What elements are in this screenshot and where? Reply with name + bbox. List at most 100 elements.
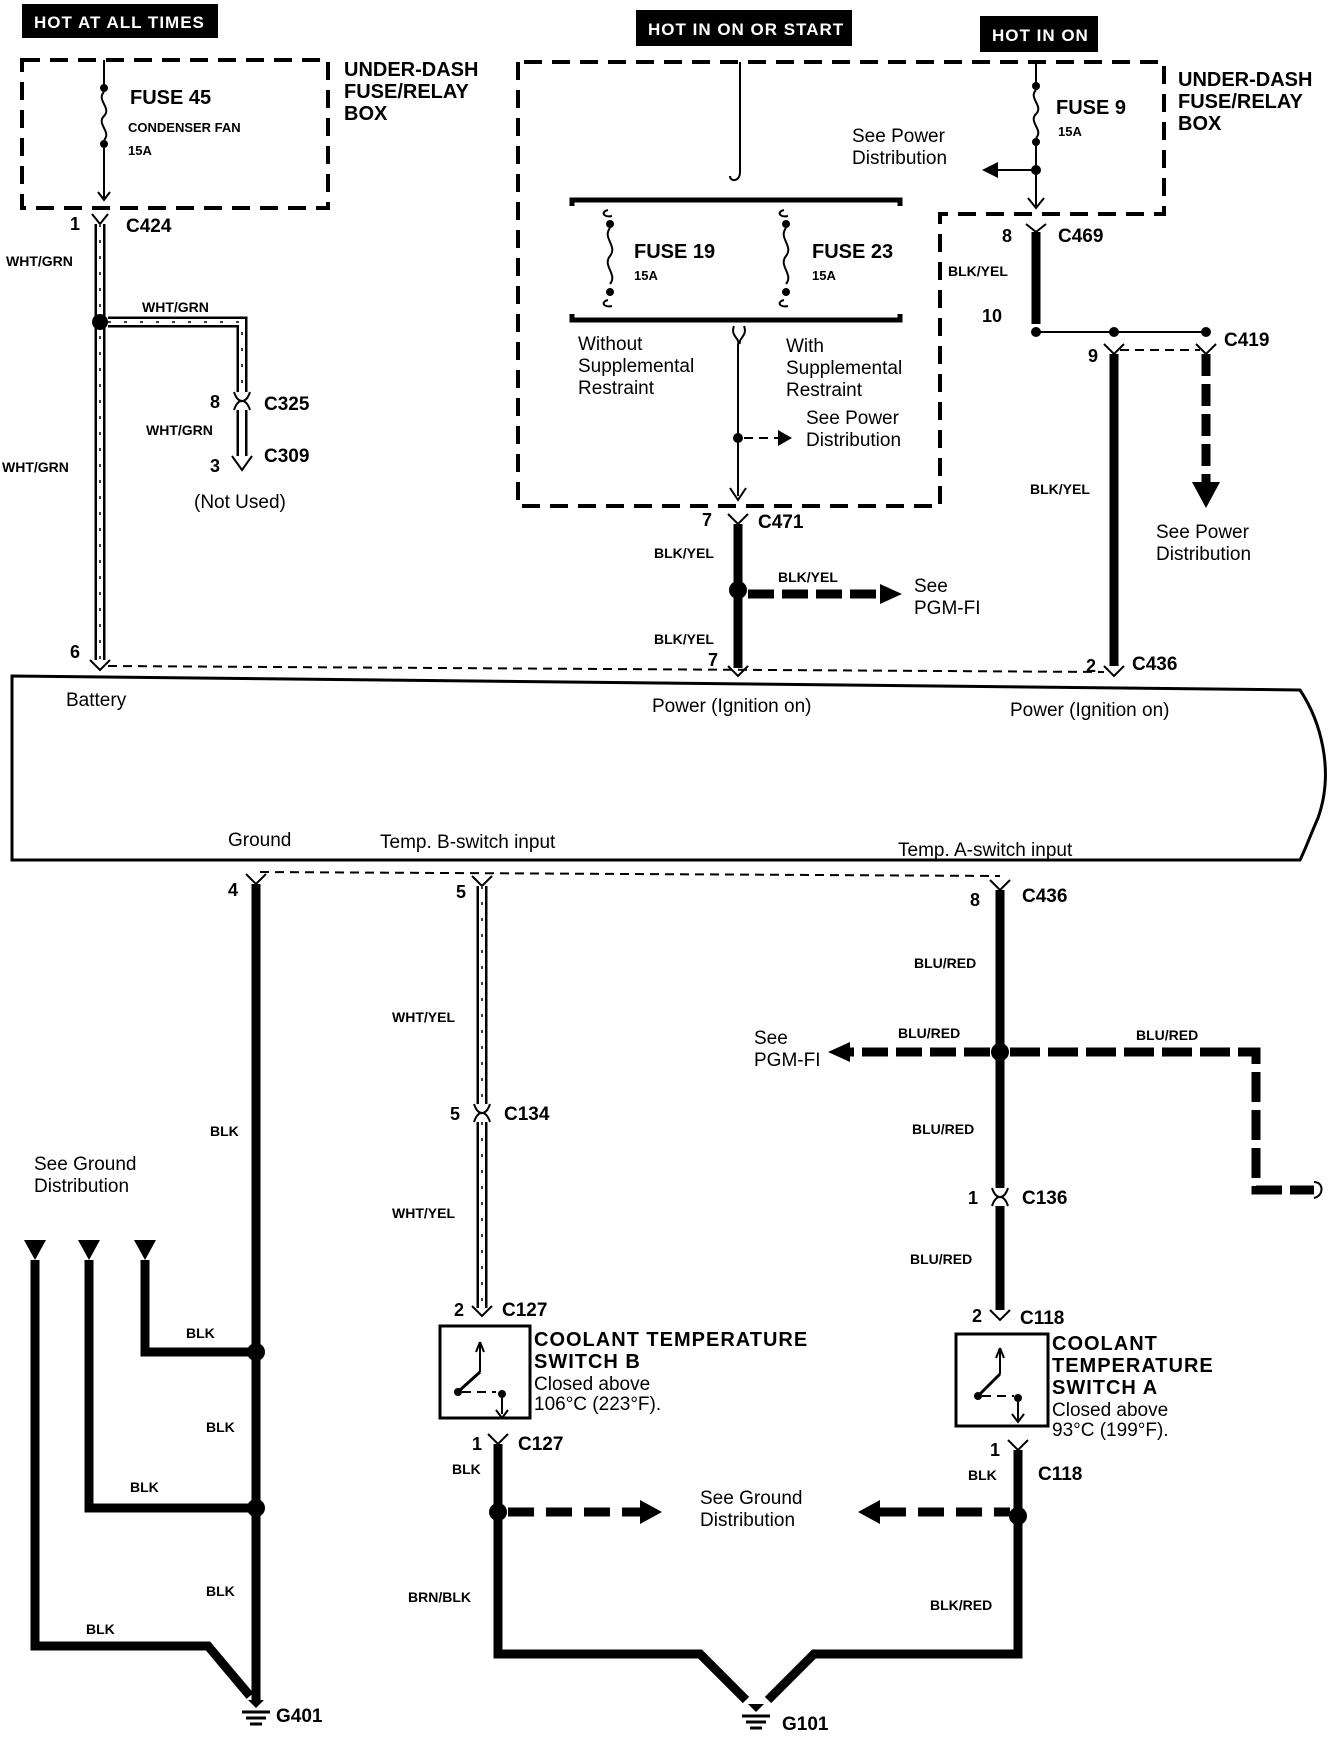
ecu-pin-power2: Power (Ignition on) (1010, 700, 1169, 721)
fuse-45-rating: 15A (128, 143, 152, 158)
connector-c134-symbol (473, 1103, 491, 1114)
wire-label-br2: BLU/RED (898, 1025, 960, 1041)
wire-label-br1: BLU/RED (914, 955, 976, 971)
pin-ecu-pwr2: 2 (1086, 656, 1096, 676)
wire-label-wg1: WHT/GRN (6, 253, 73, 269)
connector-c325: C325 (264, 394, 310, 415)
fuse-19-name: FUSE 19 (634, 241, 715, 263)
wire-label-by5: BLK/YEL (1030, 481, 1090, 497)
wire-label-blk4: BLK (130, 1479, 159, 1495)
wire-label-br3: BLU/RED (1136, 1027, 1198, 1043)
pin-ecu-tb: 5 (456, 882, 466, 902)
ecu-top-connector-line (107, 665, 1105, 673)
wire-label-blk1: BLK (210, 1123, 239, 1139)
connector-c471-symbol (727, 513, 749, 526)
connector-c325-symbol (233, 391, 251, 402)
ecu-body (10, 674, 1327, 862)
wire-wht-grn-branch (108, 316, 248, 392)
wire-label-wy1: WHT/YEL (392, 1009, 455, 1025)
wire-label-blk6: BLK (86, 1621, 115, 1637)
wire-label-br5: BLU/RED (910, 1251, 972, 1267)
connector-c118-top: C118 (1020, 1308, 1064, 1329)
header-hot-on-or-start-text: HOT IN ON OR START (648, 20, 844, 39)
pin-c325: 8 (210, 392, 220, 412)
note-with-srs: With Supplemental Restraint (786, 336, 907, 401)
ground-g401: G401 (276, 1706, 323, 1727)
fuse-box-middle-outline (516, 60, 1166, 508)
note-see-power-1: See Power Distribution (852, 126, 950, 169)
wire-label-blkred: BLK/RED (930, 1597, 992, 1613)
connector-c134: C134 (504, 1104, 550, 1125)
header-hot-at-all-times-text: HOT AT ALL TIMES (34, 13, 205, 32)
switch-a-line3: SWITCH A (1052, 1377, 1158, 1399)
pin-c309: 3 (210, 456, 220, 476)
switch-b-line4: 106°C (223°F). (534, 1394, 661, 1415)
pin-c127-bot: 1 (472, 1434, 482, 1454)
wire-blu-red-right (1010, 1047, 1314, 1195)
connector-c127-bot: C127 (518, 1434, 563, 1455)
wire-label-blk3: BLK (206, 1419, 235, 1435)
connector-c424: C424 (126, 216, 172, 237)
fuse-9-element (1032, 89, 1040, 139)
fuse-9-rating: 15A (1058, 124, 1082, 139)
pin-c424: 1 (70, 214, 80, 234)
fuse-box-left: UNDER-DASH FUSE/RELAY BOX FUSE 45 CONDEN… (20, 58, 484, 210)
coolant-switch-b (438, 1324, 532, 1420)
connector-c136-symbol (991, 1187, 1009, 1198)
splice-blu-red (991, 1043, 1009, 1061)
ecu-pin-ground: Ground (228, 830, 291, 851)
pin-j10: 10 (982, 306, 1002, 326)
wire-label-blk8: BLK (968, 1467, 997, 1483)
connector-c469-symbol (1025, 223, 1047, 234)
note-see-power-3: See Power Distribution (1156, 522, 1254, 565)
wire-brn-blk (493, 1520, 750, 1704)
pin-ecu-pwr1: 7 (708, 650, 718, 670)
pin-c118-bot: 1 (990, 1440, 1000, 1460)
ground-g101: G101 (782, 1714, 829, 1735)
connector-c309: C309 (264, 446, 309, 467)
connector-c436-top: C436 (1132, 654, 1177, 675)
ecu-pin-temp-a: Temp. A-switch input (898, 840, 1073, 861)
wire-label-by3: BLK/YEL (778, 569, 838, 585)
header-hot-in-on: HOT IN ON (980, 16, 1098, 52)
header-hot-on-or-start: HOT IN ON OR START (636, 10, 852, 46)
note-see-pgmfi-2: See PGM-FI (754, 1028, 821, 1071)
wire-label-wg4: WHT/GRN (146, 422, 213, 438)
ground-g101-symbol (742, 1704, 770, 1730)
ecu-bottom-connector-line (259, 871, 1001, 877)
connector-c309-symbol (231, 455, 253, 472)
fuse-19-element (606, 227, 614, 285)
fuse-45-desc: CONDENSER FAN (128, 120, 241, 135)
pin-ecu-gnd: 4 (228, 880, 238, 900)
wire-blk-gd-2 (84, 1260, 250, 1513)
connector-c419: C419 (1224, 330, 1269, 351)
switch-b-line1: COOLANT TEMPERATURE (534, 1329, 808, 1351)
switch-b-line3: Closed above (534, 1374, 650, 1395)
fuse-23-rating: 15A (812, 268, 836, 283)
note-see-pgmfi-1: See PGM-FI (914, 576, 981, 619)
switch-b-line2: SWITCH B (534, 1351, 641, 1373)
note-without-srs: Without Supplemental Restraint (578, 334, 699, 399)
pin-ecu-ta: 8 (970, 890, 980, 910)
wire-label-wg3: WHT/GRN (2, 459, 69, 475)
connector-c424-symbol (91, 213, 109, 226)
wire-label-by2: BLK/YEL (654, 545, 714, 561)
connector-c136: C136 (1022, 1188, 1067, 1209)
fuse-box-left-label: UNDER-DASH FUSE/RELAY BOX (344, 59, 484, 125)
wire-blk-red (764, 1524, 1023, 1704)
fuse-19-rating: 15A (634, 268, 658, 283)
pin-c134: 5 (450, 1104, 460, 1124)
wire-label-blk2: BLK (186, 1325, 215, 1341)
header-hot-at-all-times: HOT AT ALL TIMES (22, 4, 218, 38)
fuse-9: FUSE 9 15A See Power Distribution (852, 62, 1126, 210)
pin-c136: 1 (968, 1188, 978, 1208)
wire-label-by4: BLK/YEL (654, 631, 714, 647)
pin-c118-top: 2 (972, 1306, 982, 1326)
fuse-box-left-outline (20, 58, 330, 210)
wire-label-blk5: BLK (206, 1583, 235, 1599)
note-see-ground-1: See Ground Distribution (34, 1154, 142, 1197)
connector-c127-top-symbol (471, 1305, 493, 1318)
connector-c471: C471 (758, 512, 804, 533)
wire-label-brnblk: BRN/BLK (408, 1589, 471, 1605)
